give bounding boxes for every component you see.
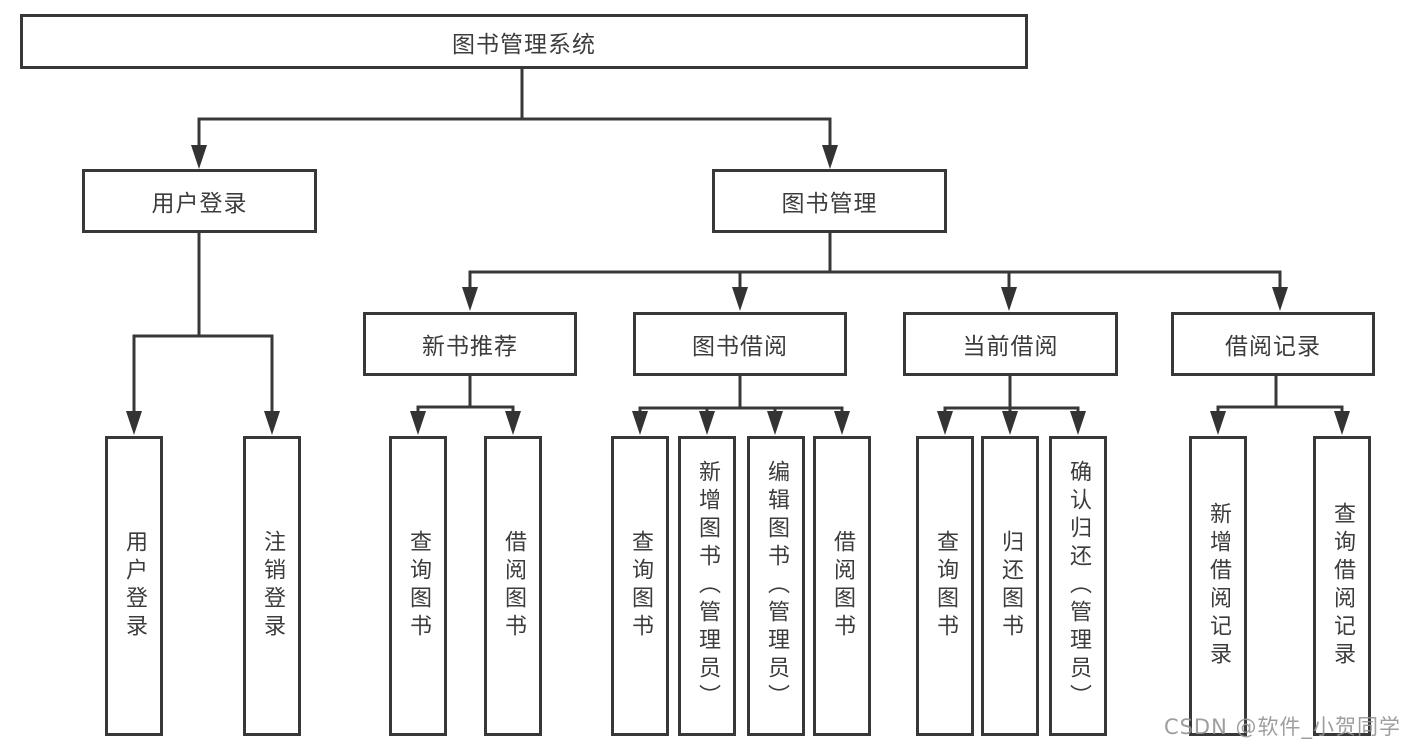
node-label: 借阅记录: [1225, 334, 1321, 360]
leaf-label: 新增借阅记录: [1206, 502, 1231, 670]
leaf-add-borrow-record: 新增借阅记录: [1189, 436, 1247, 736]
leaf-logout: 注销登录: [243, 436, 301, 736]
node-label: 当前借阅: [962, 334, 1059, 360]
leaf-label: 借阅图书: [501, 530, 526, 642]
node-label: 新书推荐: [422, 334, 518, 360]
leaf-query-book-borrow: 查询图书: [611, 436, 669, 736]
node-current-borrow: 当前借阅: [903, 312, 1118, 376]
leaf-label: 查询图书: [628, 530, 653, 642]
leaf-label: 用户登录: [122, 530, 147, 642]
leaf-confirm-return-admin: 确认归还（管理员）: [1049, 436, 1107, 736]
leaf-label: 归还图书: [998, 530, 1023, 642]
node-label: 用户登录: [151, 191, 248, 217]
node-borrow-record: 借阅记录: [1171, 312, 1375, 376]
leaf-edit-book-admin: 编辑图书（管理员）: [747, 436, 805, 736]
leaf-label: 确认归还（管理员）: [1066, 460, 1091, 712]
node-book-management: 图书管理: [712, 169, 947, 233]
leaf-add-book-admin: 新增图书（管理员）: [678, 436, 736, 736]
csdn-watermark: CSDN @软件_小贺同学: [1163, 715, 1401, 739]
node-label: 图书管理系统: [452, 31, 596, 58]
leaf-label: 新增图书（管理员）: [695, 460, 720, 712]
node-label: 图书管理: [781, 191, 878, 217]
leaf-label: 查询图书: [406, 530, 431, 642]
leaf-borrow-book: 借阅图书: [813, 436, 871, 736]
leaf-label: 编辑图书（管理员）: [764, 460, 789, 712]
leaf-label: 查询图书: [933, 530, 958, 642]
leaf-borrow-book-newrec: 借阅图书: [484, 436, 542, 736]
leaf-query-book-newrec: 查询图书: [389, 436, 447, 736]
leaf-label: 查询借阅记录: [1330, 502, 1355, 670]
node-new-book-recommend: 新书推荐: [363, 312, 577, 376]
leaf-label: 注销登录: [260, 530, 285, 642]
node-user-login: 用户登录: [82, 169, 317, 233]
leaf-return-book: 归还图书: [981, 436, 1039, 736]
leaf-query-book-current: 查询图书: [916, 436, 974, 736]
node-label: 图书借阅: [692, 334, 788, 360]
leaf-query-borrow-record: 查询借阅记录: [1313, 436, 1371, 736]
leaf-label: 借阅图书: [830, 530, 855, 642]
leaf-user-login: 用户登录: [105, 436, 163, 736]
node-root-system: 图书管理系统: [20, 14, 1028, 69]
node-book-borrow: 图书借阅: [633, 312, 847, 376]
